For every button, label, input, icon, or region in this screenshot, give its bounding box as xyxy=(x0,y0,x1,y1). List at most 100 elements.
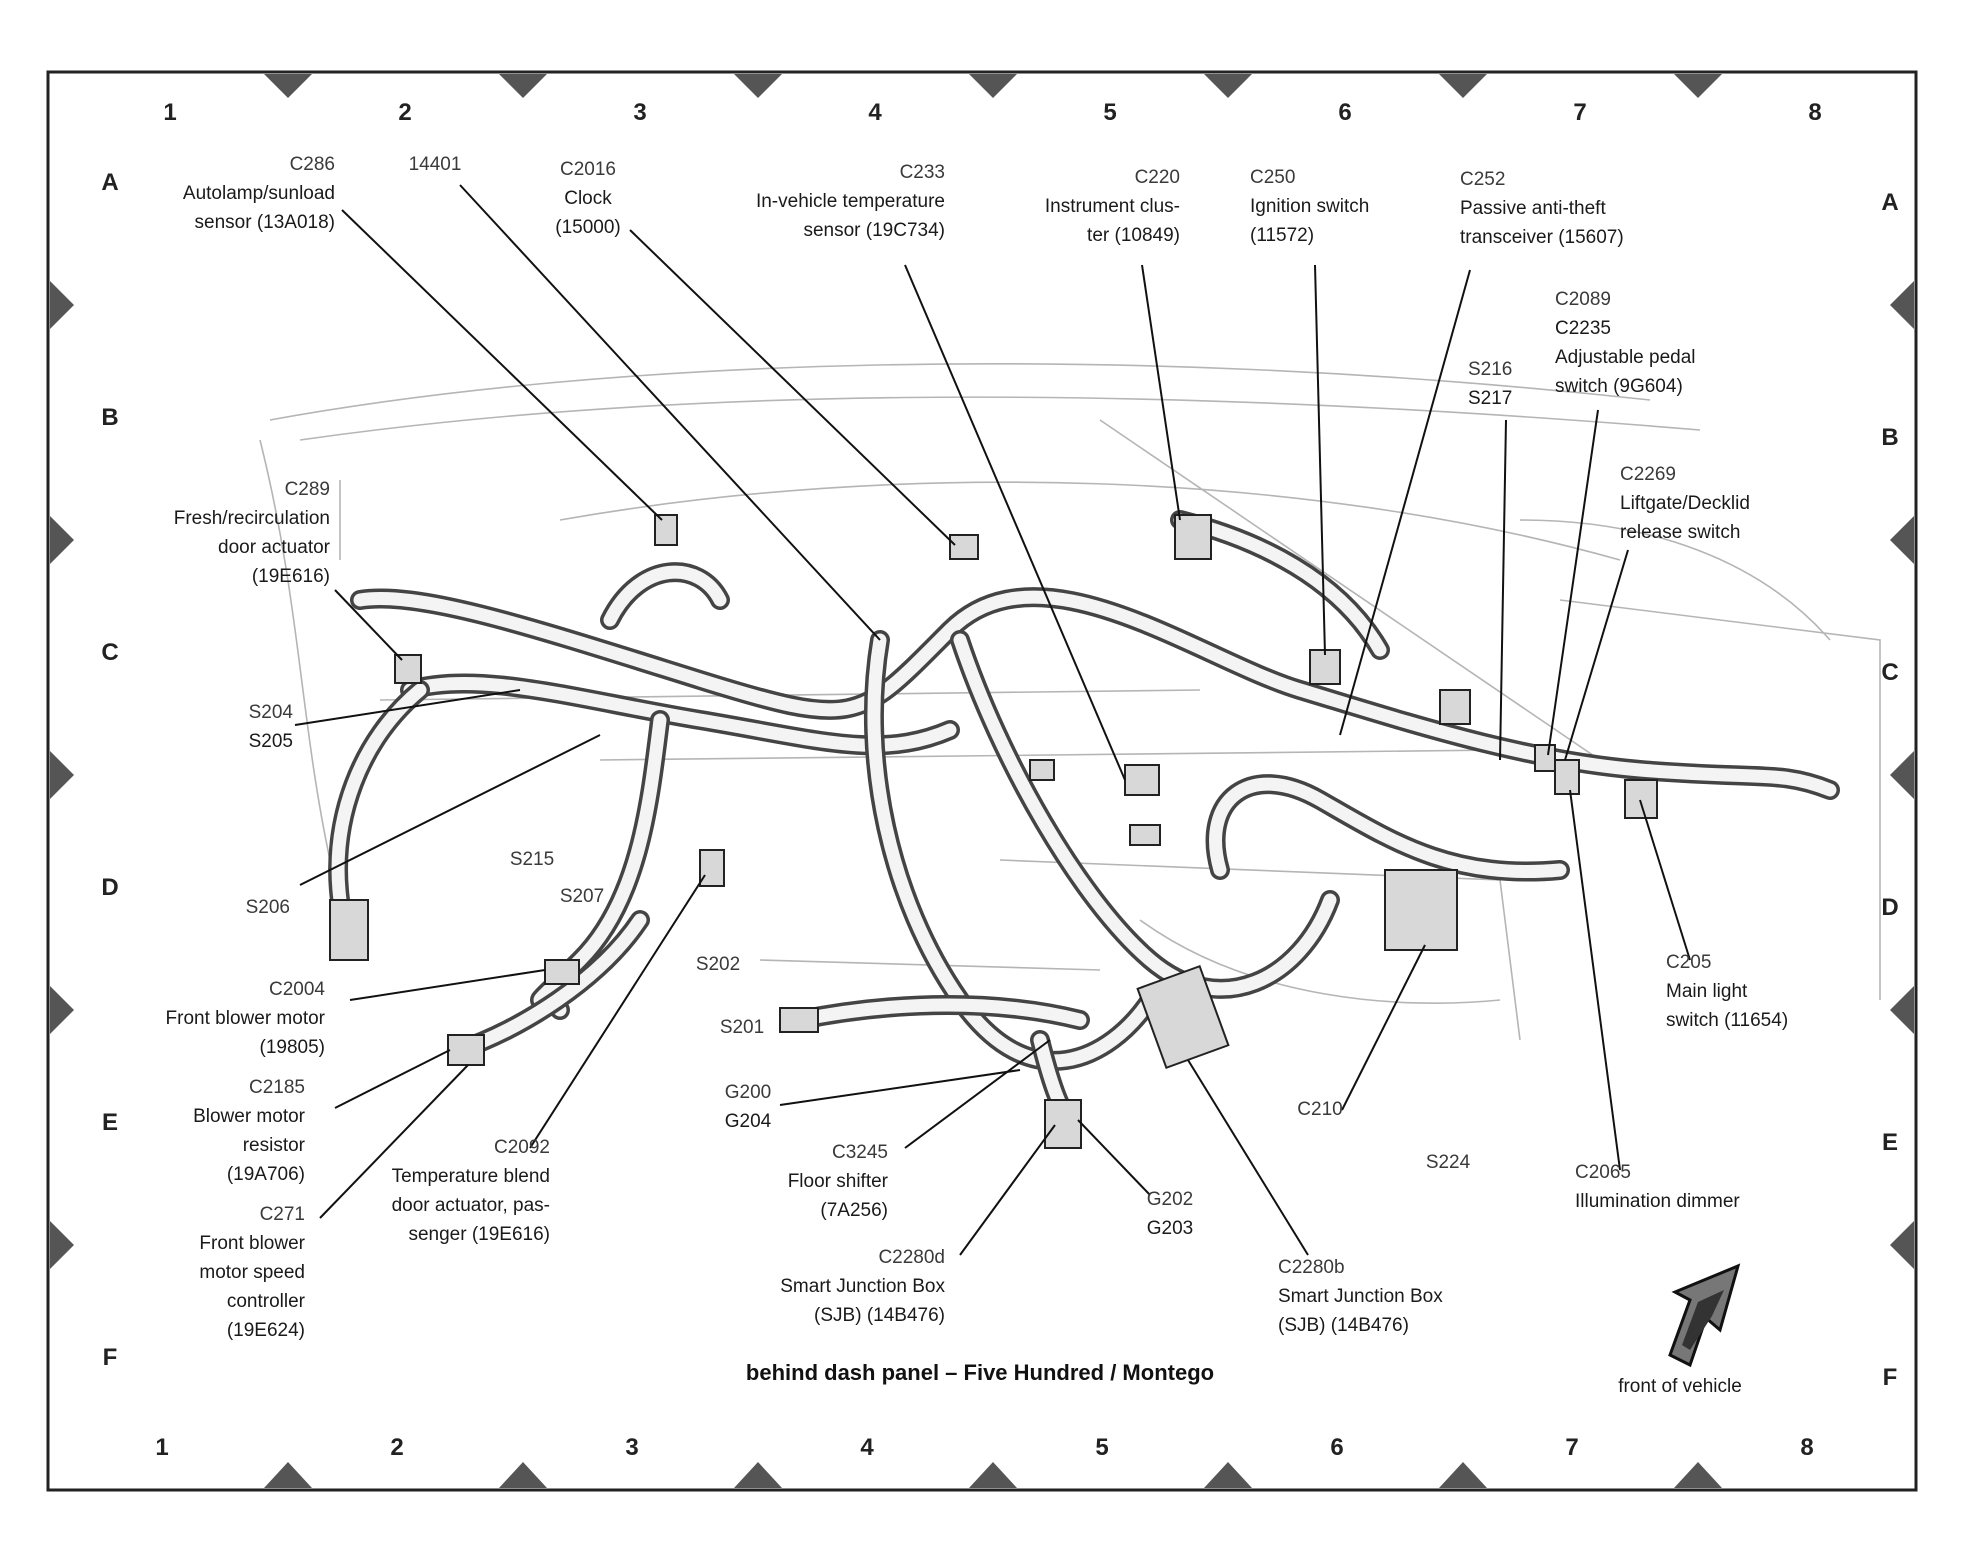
connector-c289 xyxy=(394,654,422,684)
marker-bottom-6 xyxy=(1674,1462,1722,1488)
callout-code: S201 xyxy=(720,1017,764,1038)
connector-c2092 xyxy=(699,849,725,887)
callout-code: C2185 xyxy=(249,1077,305,1098)
callout-code: C205 xyxy=(1666,952,1711,973)
callout-code: S202 xyxy=(696,954,740,975)
marker-top-4 xyxy=(1204,74,1252,98)
callout-s201: S201 xyxy=(720,1017,764,1038)
callout-description: (SJB) (14B476) xyxy=(814,1305,945,1326)
grid-col-2-top: 2 xyxy=(398,99,411,126)
callout-description: Main light xyxy=(1666,981,1748,1002)
callout-code: C2092 xyxy=(494,1137,550,1158)
marker-bottom-3 xyxy=(969,1462,1017,1488)
wiring-harness xyxy=(328,510,1840,1130)
callout-code: G200 xyxy=(725,1082,771,1103)
grid-row-F-right: F xyxy=(1883,1364,1898,1391)
callout-description: Liftgate/Decklid xyxy=(1620,493,1750,514)
connector-c210-module xyxy=(1384,869,1458,951)
callout-description: motor speed xyxy=(199,1262,305,1283)
marker-bottom-4 xyxy=(1204,1462,1252,1488)
grid-row-C-right: C xyxy=(1881,659,1898,686)
callout-description: door actuator, pas- xyxy=(392,1195,550,1216)
marker-top-6 xyxy=(1674,74,1722,98)
callout-description: Smart Junction Box xyxy=(1278,1286,1443,1307)
callout-code: S207 xyxy=(560,886,604,907)
callout-description: In-vehicle temperature xyxy=(756,191,945,212)
border-frame xyxy=(46,70,1918,1492)
callout-code: C271 xyxy=(260,1204,305,1225)
callout-description: S205 xyxy=(249,731,293,752)
grid-col-2-bottom: 2 xyxy=(390,1434,403,1461)
callout-description: (7A256) xyxy=(820,1200,888,1221)
callout-s224: S224 xyxy=(1426,1152,1471,1173)
callout-code: C2280b xyxy=(1278,1257,1345,1278)
marker-right-0 xyxy=(1890,281,1914,329)
callout-code: S204 xyxy=(249,702,294,723)
callout-s206: S206 xyxy=(246,897,290,918)
callout-code: C2089 xyxy=(1555,289,1611,310)
callout-description: release switch xyxy=(1620,522,1740,543)
callout-code: C3245 xyxy=(832,1142,888,1163)
callout-14401: 14401 xyxy=(409,154,462,175)
marker-top-0 xyxy=(264,74,312,98)
callout-description: senger (19E616) xyxy=(408,1224,550,1245)
callout-description: (19805) xyxy=(260,1037,326,1058)
marker-top-3 xyxy=(969,74,1017,98)
callout-code: C220 xyxy=(1135,167,1180,188)
connector-c233 xyxy=(949,534,979,560)
connector-c2280d xyxy=(1044,1099,1082,1149)
callout-code: S215 xyxy=(510,849,554,870)
marker-bottom-5 xyxy=(1439,1462,1487,1488)
callout-description: (SJB) (14B476) xyxy=(1278,1315,1409,1336)
callout-description: (11572) xyxy=(1250,225,1314,246)
marker-left-0 xyxy=(50,281,74,329)
grid-col-4-bottom: 4 xyxy=(860,1434,874,1461)
marker-top-5 xyxy=(1439,74,1487,98)
callout-description: Fresh/recirculation xyxy=(174,508,330,529)
callout-description: Smart Junction Box xyxy=(780,1276,945,1297)
callout-code: S206 xyxy=(246,897,290,918)
grid-col-1-top: 1 xyxy=(163,99,176,126)
callout-description: Ignition switch xyxy=(1250,196,1369,217)
marker-right-4 xyxy=(1890,1221,1914,1269)
callout-description: Floor shifter xyxy=(788,1171,889,1192)
connector-c2065 xyxy=(1554,759,1580,795)
callout-description: switch (11654) xyxy=(1666,1010,1788,1031)
connector-c2280b xyxy=(1136,964,1230,1070)
callout-code: C2004 xyxy=(269,979,325,1000)
callout-description: sensor (19C734) xyxy=(803,220,945,241)
grid-col-8-top: 8 xyxy=(1808,99,1821,126)
grid-row-B-left: B xyxy=(101,404,118,431)
callout-code: C2016 xyxy=(560,159,616,180)
callout-code: C210 xyxy=(1297,1099,1342,1120)
callout-description: Temperature blend xyxy=(392,1166,550,1187)
grid-col-3-top: 3 xyxy=(633,99,646,126)
marker-right-1 xyxy=(1890,516,1914,564)
callout-description: Blower motor xyxy=(193,1106,306,1127)
marker-right-3 xyxy=(1890,986,1914,1034)
connector-c3245 xyxy=(1029,759,1055,781)
connector-c205 xyxy=(1624,779,1658,819)
marker-left-4 xyxy=(50,1221,74,1269)
marker-right-2 xyxy=(1890,751,1914,799)
callout-description: (19A706) xyxy=(227,1164,305,1185)
callout-code: S224 xyxy=(1426,1152,1471,1173)
callout-code: S216 xyxy=(1468,359,1512,380)
marker-bottom-1 xyxy=(499,1462,547,1488)
